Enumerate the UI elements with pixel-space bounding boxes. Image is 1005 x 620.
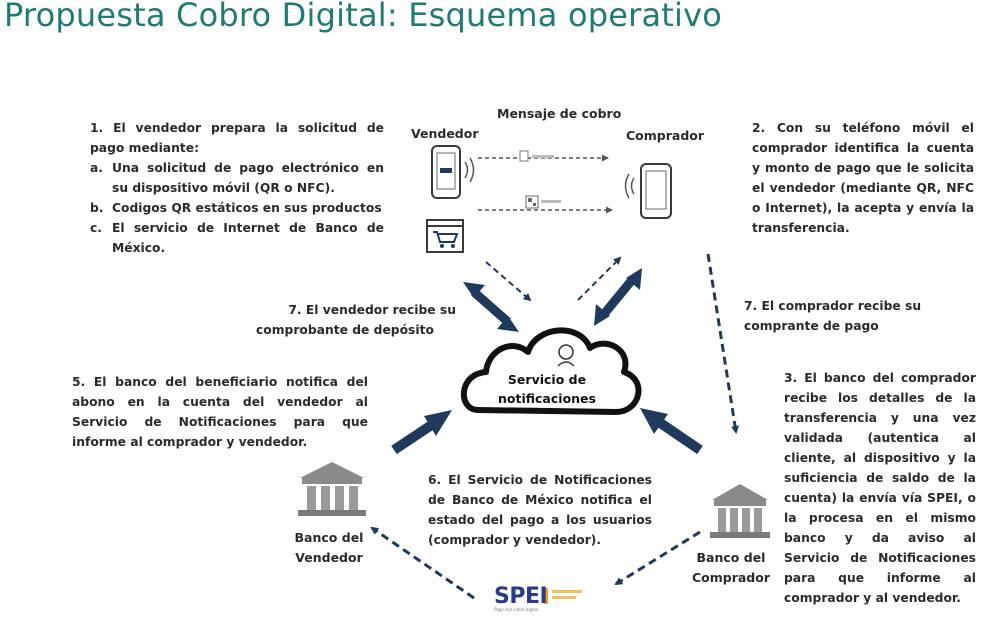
step-1-intro: 1. El vendedor prepara la solicitud de p…: [90, 121, 384, 155]
mensaje-de-cobro-label: Mensaje de cobro: [497, 106, 622, 121]
arrow-bank-buyer-to-cloud: [640, 408, 703, 455]
phone-icon: [624, 163, 672, 219]
arrow-buyer-cloud: [594, 268, 642, 326]
message-arrow-bottom: [478, 195, 613, 214]
step-1-item-a: a.Una solicitud de pago electrónico en s…: [90, 161, 384, 195]
phone-nfc-icon: [431, 145, 475, 199]
vendedor-label: Vendedor: [411, 126, 479, 141]
step-7-vendor-text: 7. El vendedor recibe su comprobante de …: [256, 303, 456, 337]
step-3-text: 3. El banco del comprador recibe los det…: [784, 371, 976, 605]
message-arrow-top: [478, 150, 609, 162]
qr-icon: [525, 195, 539, 209]
arrow-vendor-cloud: [463, 282, 519, 332]
step-5-text: 5. El banco del beneficiario notifica de…: [72, 375, 368, 449]
step-1-text: 1. El vendedor prepara la solicitud de p…: [90, 118, 384, 258]
banco-vendedor-label: Banco del Vendedor: [294, 530, 364, 565]
arrow-spei-to-bank-vendor: [370, 526, 475, 600]
step-1-item-c: c.El servicio de Internet de Banco de Mé…: [90, 221, 384, 255]
step-2-text: 2. Con su teléfono móvil el comprador id…: [752, 121, 974, 235]
banco-comprador-label: Banco del Comprador: [691, 550, 771, 585]
arrow-bank-buyer-to-spei: [614, 530, 701, 586]
message-icon: [519, 150, 529, 162]
step-7-buyer-text: 7. El comprador recibe su comprante de p…: [744, 299, 922, 333]
step-1-item-b: b.Codigos QR estáticos en sus productos: [90, 201, 382, 215]
cloud-label: Servicio de notificaciones: [498, 372, 596, 406]
bank-icon: [710, 484, 770, 538]
cloud-icon: [461, 327, 642, 415]
page-title: Propuesta Cobro Digital: Esquema operati…: [4, 0, 723, 34]
spei-logo-accent: [544, 588, 548, 604]
spei-logo: SPEI: [494, 584, 548, 609]
arrow-buyer-to-bank: [706, 253, 740, 434]
arrow-vendor-to-cloud-dashed: [485, 261, 532, 302]
bank-icon: [298, 462, 366, 516]
spei-logo-subtitle: Pago con cobro digital: [494, 607, 539, 612]
step-6-text: 6. El Servicio de Notificaciones de Banc…: [428, 473, 652, 547]
shopping-cart-icon: [426, 219, 464, 253]
comprador-label: Comprador: [626, 128, 705, 143]
arrow-bank-vendor-to-cloud: [391, 410, 452, 455]
arrow-cloud-to-buyer-dashed: [577, 256, 622, 301]
